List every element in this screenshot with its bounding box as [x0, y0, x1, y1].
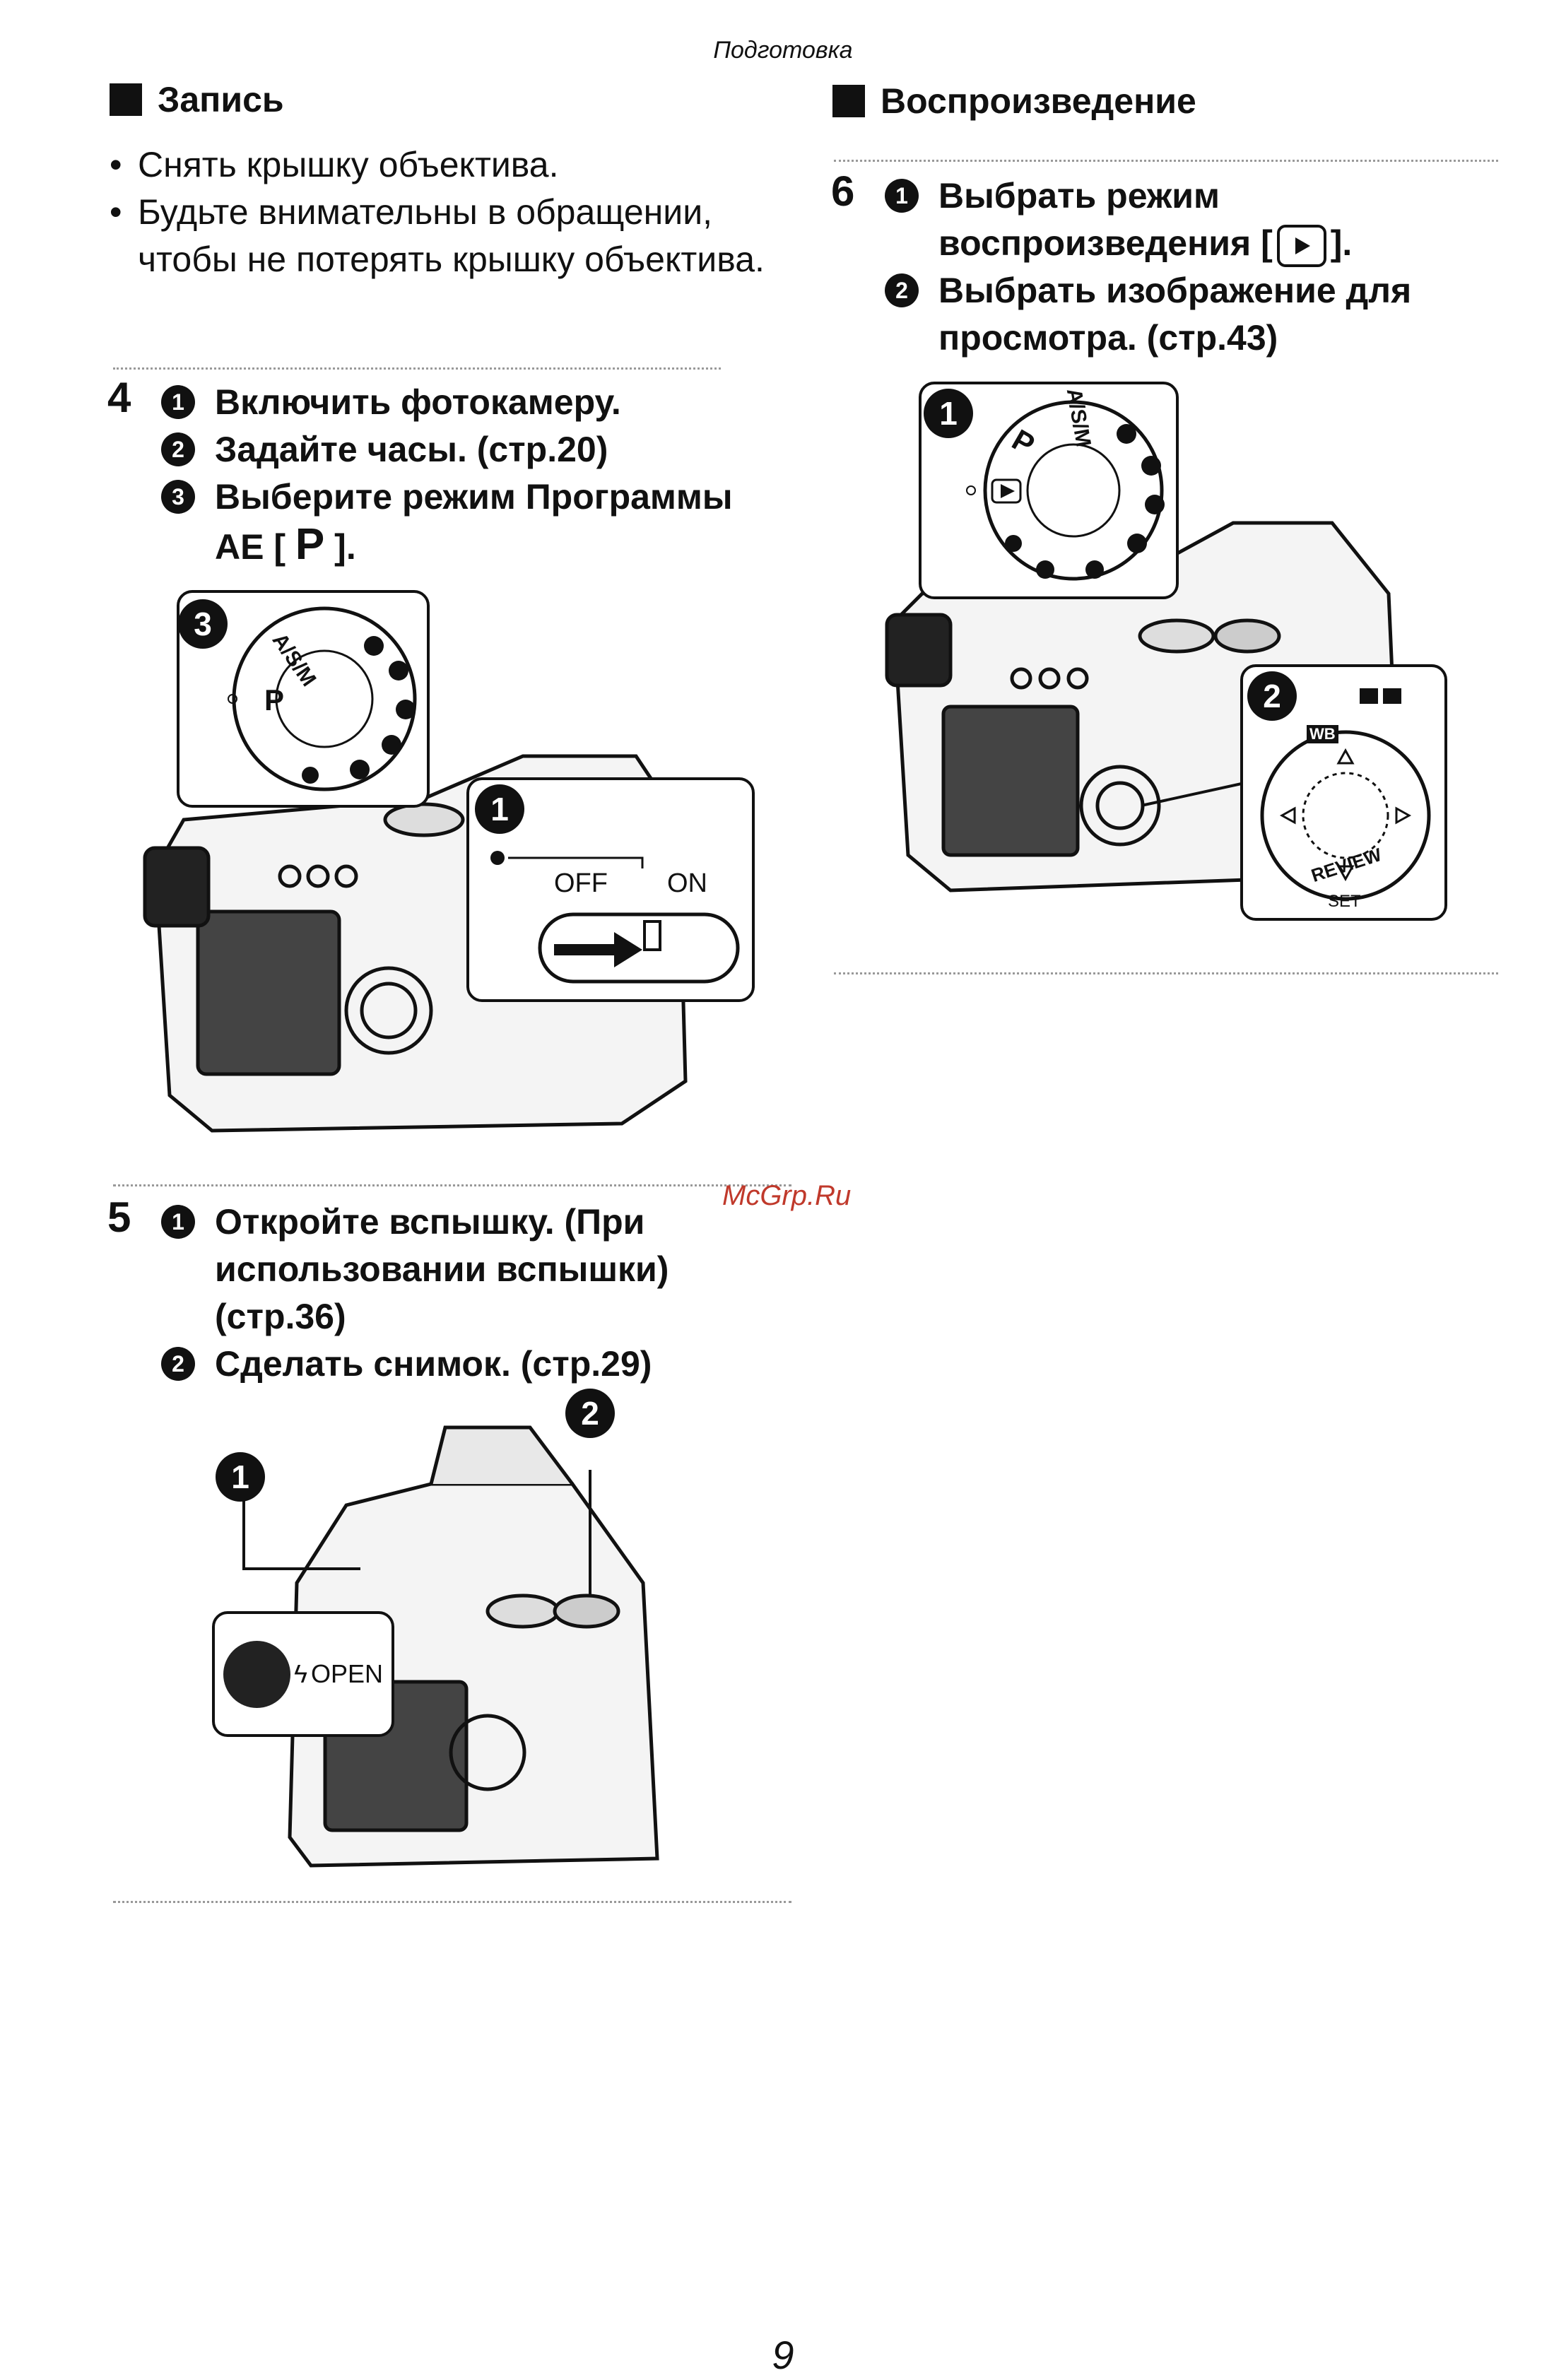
marker-badge: 1 — [161, 385, 195, 419]
marker-1-badge: 1 — [924, 389, 973, 438]
bullet-item: •Будьте внимательны в обращении, чтобы н… — [110, 189, 767, 283]
section-title-text: Запись — [158, 80, 284, 119]
step-text: Откройте вспышку. (При — [215, 1202, 645, 1242]
step6-item: 1 Выбрать режим воспроизведения []. — [885, 172, 1521, 267]
marker-2-badge: 2 — [1247, 671, 1297, 721]
playback-icon — [1276, 224, 1326, 267]
page-number: 9 — [772, 2333, 794, 2377]
step6-item: 2 Выбрать изображение для просмотра. (ст… — [885, 267, 1521, 362]
step-text: Выбрать режим — [938, 176, 1220, 216]
step-text: Выберите режим Программы — [215, 477, 733, 517]
divider — [113, 367, 721, 370]
marker-2-badge: 2 — [565, 1389, 615, 1438]
program-mode-icon: P — [295, 520, 325, 569]
marker-1-badge: 1 — [216, 1452, 265, 1502]
section-square-icon — [832, 85, 865, 117]
dial-label-p: P — [264, 683, 285, 717]
marker-badge: 1 — [885, 179, 919, 213]
step-text: просмотра. (стр.43) — [938, 318, 1278, 358]
step-text: (стр.36) — [215, 1297, 346, 1336]
mode-dial-icon — [228, 606, 417, 791]
step-text: Сделать снимок. (стр.29) — [215, 1344, 652, 1384]
flash-open-button-icon — [223, 1641, 290, 1708]
cursor-pad-callout: WB REVIEW SET — [1240, 664, 1447, 921]
pad-wb-label: WB — [1307, 725, 1338, 743]
running-header: Подготовка — [713, 37, 853, 64]
step6-list: 1 Выбрать режим воспроизведения []. 2 Вы… — [885, 172, 1521, 362]
pad-set-label: SET — [1328, 892, 1361, 911]
divider — [113, 1901, 791, 1903]
step-text: ]. — [1330, 223, 1353, 263]
camera-playback-illustration: A/S/M P 1 WB REVIEW SET 2 — [880, 382, 1452, 940]
marker-3-badge: 3 — [178, 599, 228, 649]
step5-item: 1 Откройте вспышку. (При использовании в… — [161, 1198, 797, 1341]
step-number: 5 — [107, 1194, 131, 1241]
step4-item: 3 Выберите режим Программы AE [ P ]. — [161, 473, 797, 571]
bullet-text: Будьте внимательны в обращении, чтобы не… — [138, 192, 765, 279]
camera-power-illustration: A/S/M P 3 OFF ON 1 — [127, 587, 763, 1145]
bullet-list: •Снять крышку объектива. •Будьте внимате… — [110, 141, 767, 283]
marker-1-badge: 1 — [475, 784, 524, 834]
power-switch-icon — [490, 851, 740, 984]
step-text: использовании вспышки) — [215, 1249, 669, 1289]
step-text: AE [ — [215, 527, 285, 567]
marker-badge: 2 — [885, 273, 919, 307]
marker-badge: 1 — [161, 1205, 195, 1239]
watermark: McGrp.Ru — [722, 1180, 852, 1211]
section-title-playback: Воспроизведение — [832, 81, 1196, 122]
step4-item: 2 Задайте часы. (стр.20) — [161, 426, 797, 473]
step-text: ]. — [334, 527, 356, 567]
marker-badge: 2 — [161, 432, 195, 466]
section-title-text: Воспроизведение — [881, 81, 1196, 121]
bullet-item: •Снять крышку объектива. — [110, 141, 767, 189]
step-text: Выбрать изображение для — [938, 271, 1412, 310]
switch-on-label: ON — [667, 868, 707, 898]
camera-top-icon — [242, 1425, 659, 1868]
divider — [834, 972, 1498, 974]
step-number: 4 — [107, 374, 131, 421]
step4-list: 1 Включить фотокамеру. 2 Задайте часы. (… — [161, 379, 797, 571]
bullet-text: Снять крышку объектива. — [138, 145, 559, 184]
cursor-pad-icon — [1260, 688, 1431, 901]
step4-item: 1 Включить фотокамеру. — [161, 379, 797, 426]
flash-bolt-icon: ϟ — [294, 1659, 308, 1688]
marker-badge: 3 — [161, 480, 195, 514]
divider — [834, 160, 1498, 162]
step-text: Включить фотокамеру. — [215, 382, 621, 422]
step-text: Задайте часы. (стр.20) — [215, 430, 608, 469]
camera-flash-illustration: 1 2 ϟ OPEN — [205, 1389, 700, 1880]
mode-dial-icon — [966, 400, 1165, 581]
open-label: OPEN — [311, 1659, 384, 1688]
section-square-icon — [110, 83, 142, 116]
marker-badge: 2 — [161, 1347, 195, 1381]
switch-off-label: OFF — [554, 868, 608, 898]
step-text: воспроизведения [ — [938, 223, 1273, 263]
step-number: 6 — [831, 167, 855, 215]
flash-open-callout: ϟ OPEN — [212, 1611, 394, 1737]
step5-list: 1 Откройте вспышку. (При использовании в… — [161, 1198, 797, 1388]
divider — [113, 1184, 791, 1186]
step5-item: 2 Сделать снимок. (стр.29) — [161, 1341, 797, 1388]
section-title-recording: Запись — [110, 79, 284, 120]
